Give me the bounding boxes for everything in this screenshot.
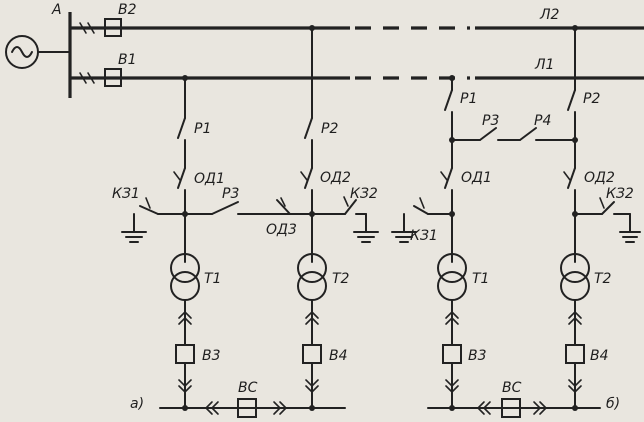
transformer-t2-b-label: T2 xyxy=(594,271,612,287)
scheme-b-branch-t2: P2 ОД2 КЗ2 T2 B4 xyxy=(539,25,641,411)
transformer-t1-b xyxy=(437,253,467,283)
disconnector-p3-a xyxy=(211,201,239,215)
earthing-kz2-b-label: КЗ2 xyxy=(606,186,634,202)
short-circuiter-od3-a xyxy=(276,199,291,215)
disconnector-p4-b xyxy=(519,127,537,141)
disconnector-p1-b xyxy=(444,89,453,111)
transformer-t2-a xyxy=(297,253,327,283)
generator xyxy=(5,35,71,69)
od1-a-label: ОД1 xyxy=(194,171,225,187)
earthing-kz1-b-label: КЗ1 xyxy=(410,228,438,244)
line-l1-label: Л1 xyxy=(534,57,554,73)
transformer-t1-b-label: T1 xyxy=(472,271,489,287)
earthing-kz1-a-label: КЗ1 xyxy=(112,186,140,202)
od3-a-label: ОД3 xyxy=(266,222,297,238)
breaker-b2 xyxy=(104,18,122,37)
scheme-a-branch-t2: P2 ОД2 ОД3 КЗ2 T2 B4 xyxy=(266,25,379,411)
breaker-b4-b xyxy=(565,344,585,364)
short-circuiter-od2-b xyxy=(567,167,576,189)
breaker-b1 xyxy=(104,68,122,87)
breaker-b3-a xyxy=(175,344,195,364)
breaker-bc-a-label: BC xyxy=(238,380,258,396)
transformer-t1-a-label: T1 xyxy=(204,271,221,287)
earthing-kz2-a-label: КЗ2 xyxy=(350,186,378,202)
line-l1: B1 Л1 xyxy=(70,52,644,87)
disconnector-p2-b-label: P2 xyxy=(583,91,600,107)
disconnector-p2-a xyxy=(304,117,313,139)
disconnector-p3-b-label: P3 xyxy=(482,113,499,129)
breaker-b2-label: B2 xyxy=(118,2,137,18)
transformer-t2-b xyxy=(560,253,590,283)
scheme-a-caption: а) xyxy=(130,396,144,412)
disconnector-p2-a-label: P2 xyxy=(321,121,338,137)
breaker-b4-a-label: B4 xyxy=(329,348,348,364)
disconnector-p4-b-label: P4 xyxy=(534,113,551,129)
disconnector-p1-b-label: P1 xyxy=(460,91,477,107)
earthing-kz1-b xyxy=(413,205,429,215)
breaker-b4-b-label: B4 xyxy=(590,348,609,364)
scheme-a-bridge-p3: P3 xyxy=(211,186,269,215)
breaker-b3-b xyxy=(442,344,462,364)
short-circuiter-od2-a xyxy=(304,167,313,189)
short-circuiter-od1-b xyxy=(444,167,453,189)
disconnector-p1-a xyxy=(177,117,186,139)
breaker-bc-a xyxy=(237,398,257,418)
od2-a-label: ОД2 xyxy=(320,170,351,186)
breaker-b1-label: B1 xyxy=(118,52,137,68)
scheme-b-lv-bus: BC б) xyxy=(427,380,620,418)
earthing-kz2-a xyxy=(344,199,357,215)
earthing-kz2-b xyxy=(601,201,615,215)
breaker-b4-a xyxy=(302,344,322,364)
line-l2: B2 Л2 xyxy=(70,2,644,37)
earthing-kz1-a xyxy=(139,205,159,215)
line-l2-label: Л2 xyxy=(539,7,560,23)
breaker-b3-a-label: B3 xyxy=(202,348,221,364)
disconnector-p3-a-label: P3 xyxy=(222,186,239,202)
scheme-b-caption: б) xyxy=(606,396,620,412)
od1-b-label: ОД1 xyxy=(461,170,492,186)
disconnector-p2-b xyxy=(567,89,576,111)
disconnector-p1-a-label: P1 xyxy=(194,121,211,137)
breaker-bc-b-label: BC xyxy=(502,380,522,396)
scheme-a-branch-t1: P1 ОД1 КЗ1 T1 B3 xyxy=(112,75,225,411)
short-circuiter-od1-a xyxy=(177,167,186,189)
bus-a-label: A xyxy=(51,2,62,18)
transformer-t1-a xyxy=(170,253,200,283)
transformer-t2-a-label: T2 xyxy=(332,271,350,287)
od2-b-label: ОД2 xyxy=(584,170,615,186)
breaker-b3-b-label: B3 xyxy=(468,348,487,364)
scheme-a-lv-bus: BC а) xyxy=(130,380,346,418)
disconnector-p3-b xyxy=(479,127,497,141)
breaker-bc-b xyxy=(501,398,521,418)
scheme-b-bridge: P3 P4 xyxy=(479,113,551,141)
scheme-b-branch-t1: P1 ОД1 КЗ1 T1 B3 xyxy=(391,75,492,411)
